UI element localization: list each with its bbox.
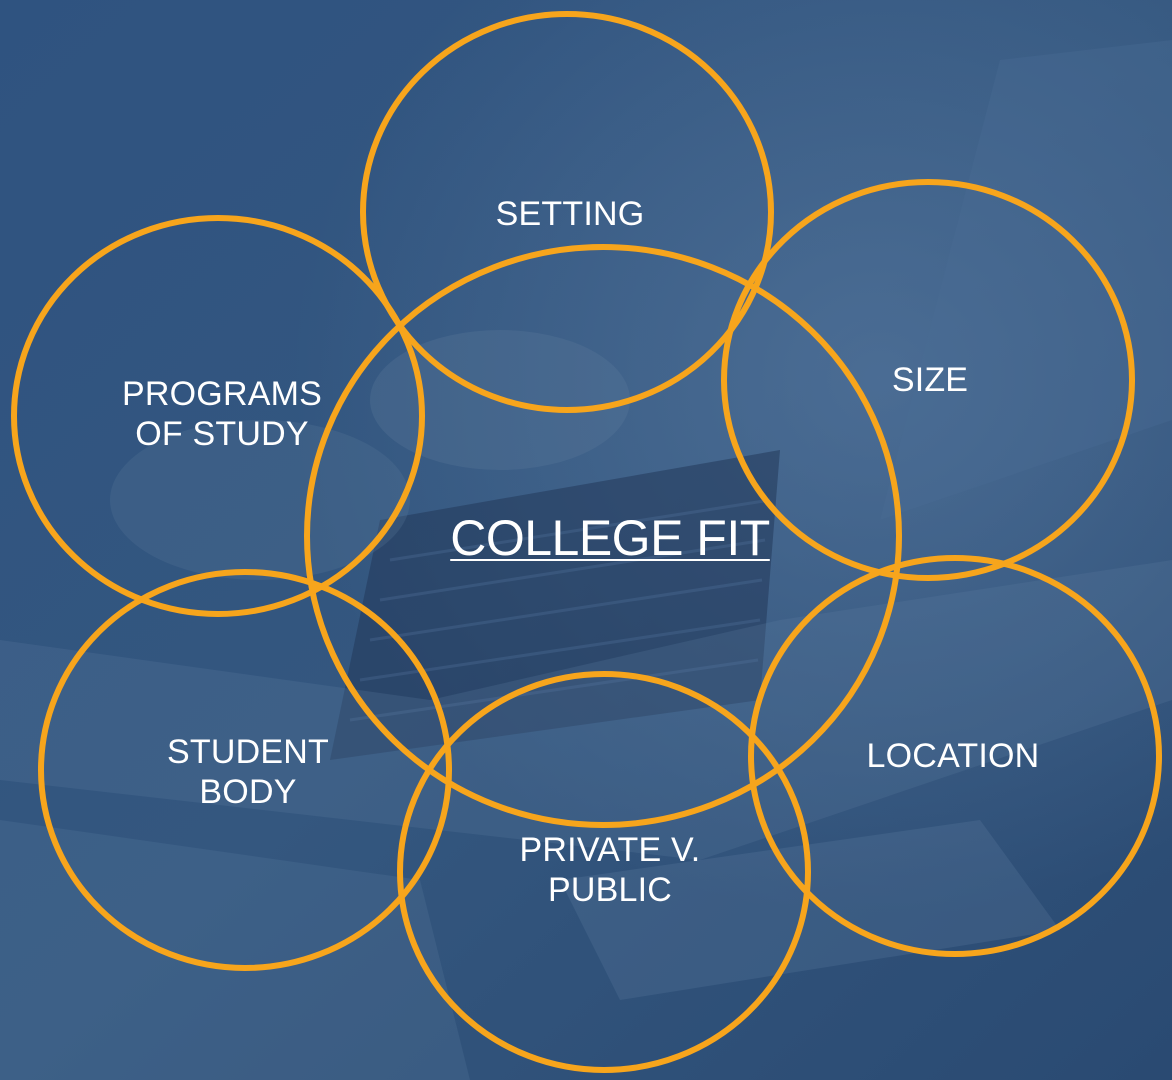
diagram-title: COLLEGE FIT [450, 510, 770, 566]
ring-size [721, 179, 1135, 581]
ring-private-public [397, 671, 811, 1073]
factor-programs-of-study: PROGRAMS OF STUDY [122, 375, 322, 453]
factor-setting: SETTING [495, 195, 645, 233]
factor-location: LOCATION [866, 737, 1040, 775]
ring-center [304, 244, 902, 828]
ring-setting [360, 11, 774, 413]
factor-private-public: PRIVATE V. PUBLIC [519, 831, 701, 909]
ring-location [748, 555, 1162, 957]
ring-student-body [38, 569, 452, 971]
factor-size: SIZE [891, 361, 969, 399]
ring-programs [11, 215, 425, 617]
factor-student-body: STUDENT BODY [167, 733, 329, 811]
